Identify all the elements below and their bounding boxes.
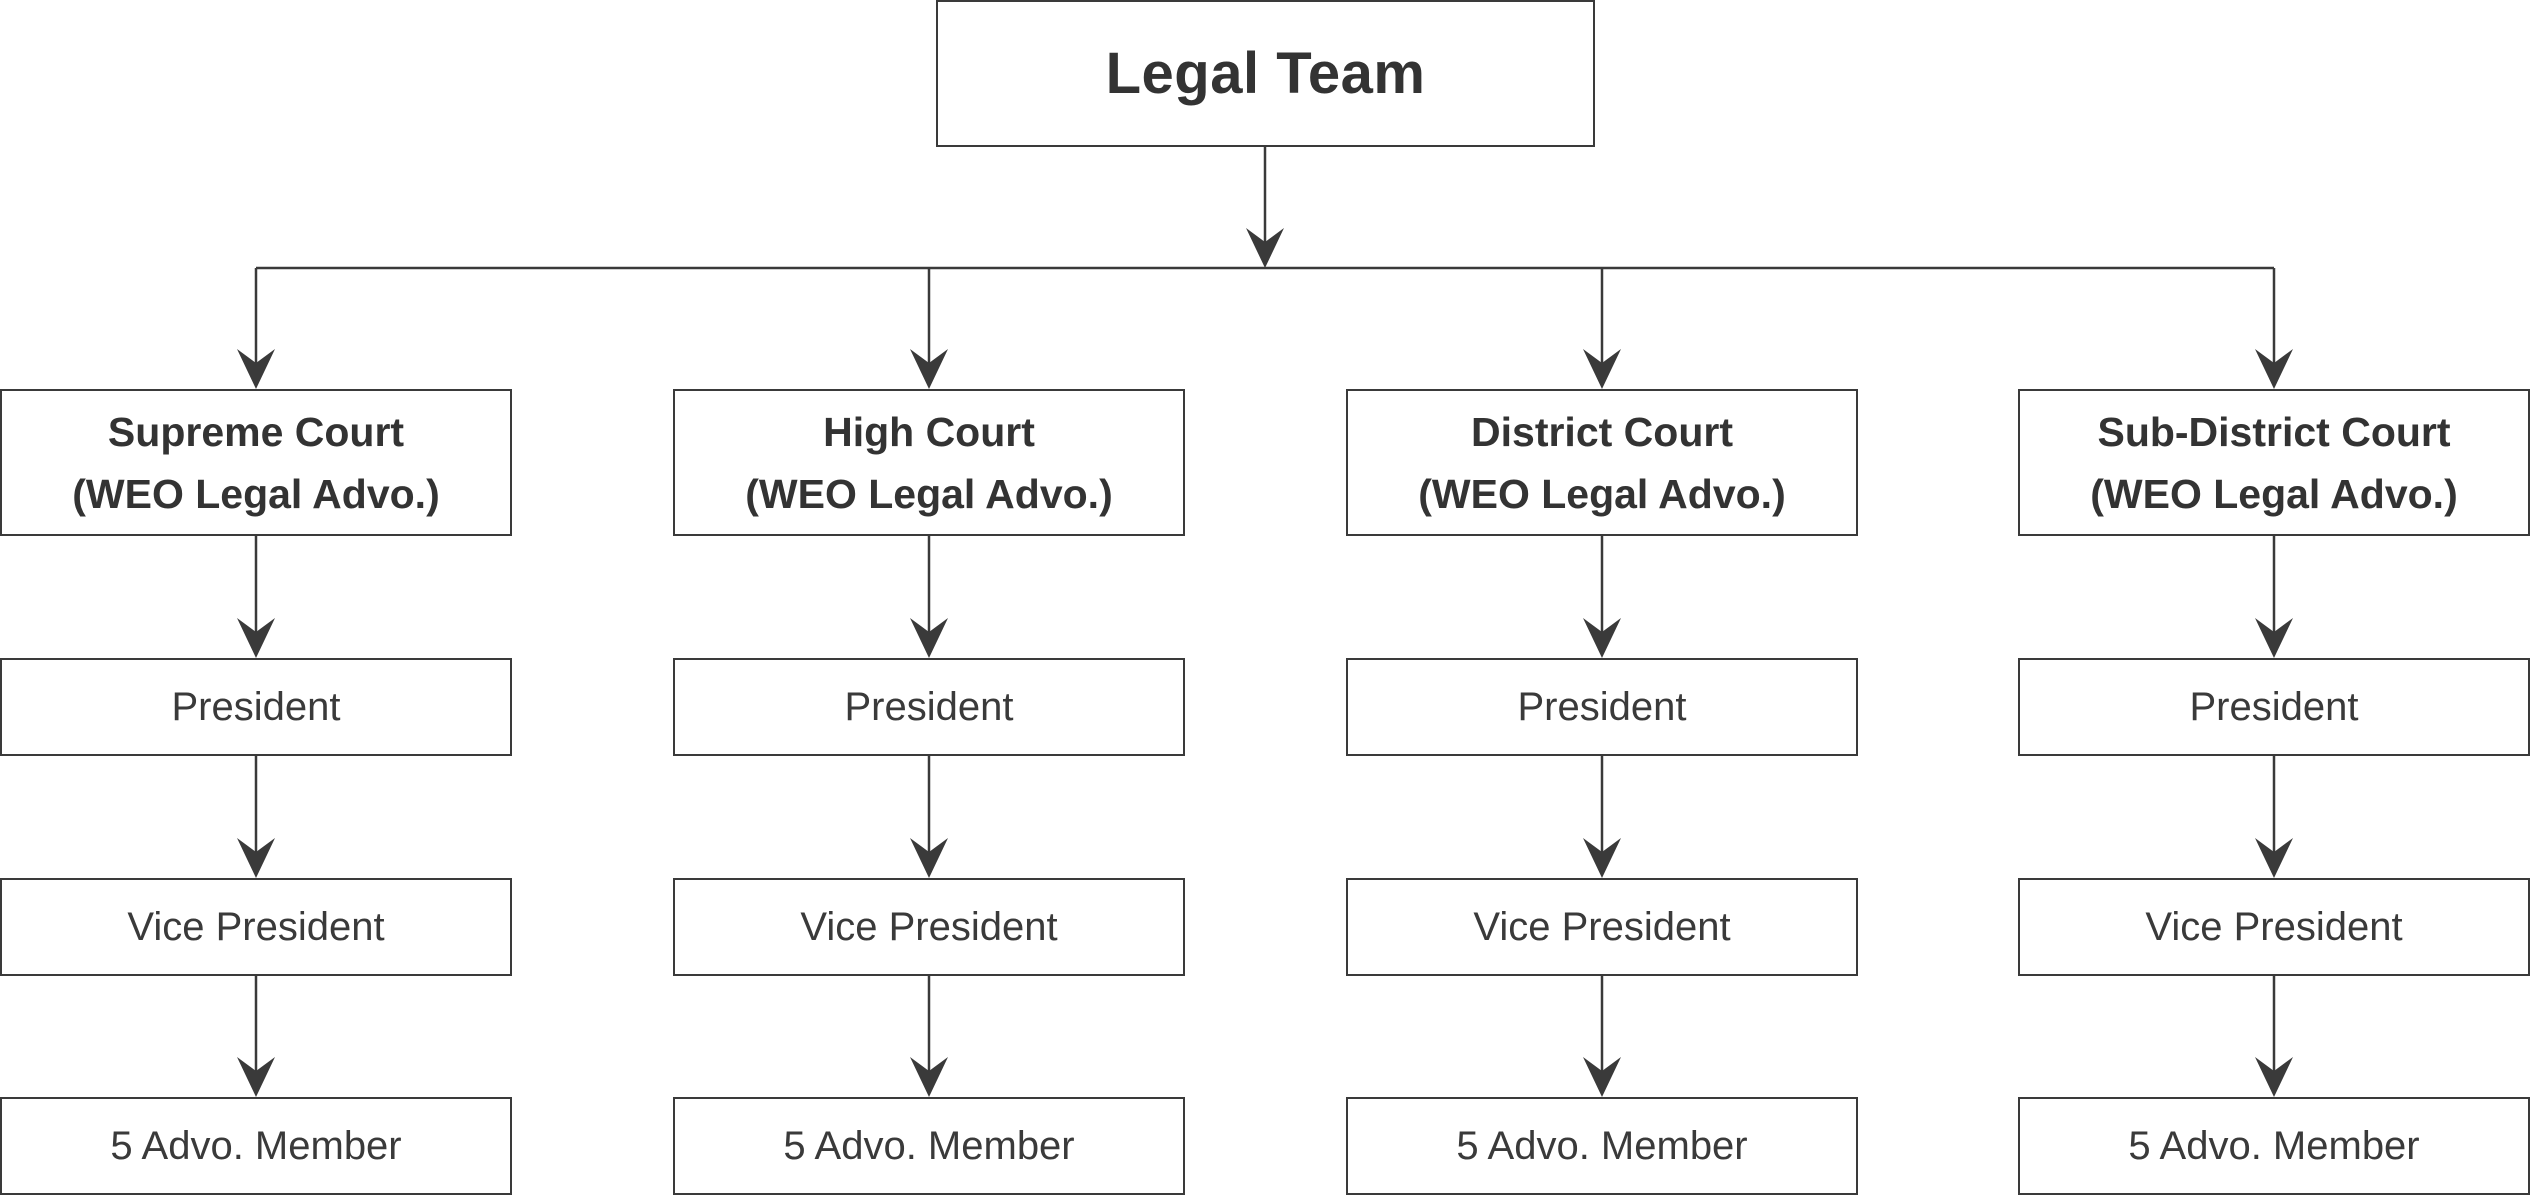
court-name: District Court — [1471, 408, 1733, 455]
role-node-vice-president: Vice President — [673, 878, 1185, 976]
arrowhead-vice — [910, 838, 948, 878]
arrowhead-members — [910, 1057, 948, 1097]
role-node-vice-president: Vice President — [2018, 878, 2530, 976]
court-subtitle: (WEO Legal Advo.) — [1418, 470, 1786, 517]
root-node-legal-team: Legal Team — [936, 0, 1595, 147]
role-node-members: 5 Advo. Member — [2018, 1097, 2530, 1195]
role-label: President — [1517, 684, 1687, 729]
court-node-high-court: High Court (WEO Legal Advo.) — [673, 389, 1185, 536]
role-label: Vice President — [2145, 904, 2403, 949]
court-subtitle: (WEO Legal Advo.) — [72, 470, 440, 517]
arrowhead-court — [2255, 349, 2293, 389]
arrowhead-vice — [2255, 838, 2293, 878]
arrowhead-members — [237, 1057, 275, 1097]
court-node-supreme-court: Supreme Court (WEO Legal Advo.) — [0, 389, 512, 536]
role-node-president: President — [1346, 658, 1858, 756]
court-subtitle: (WEO Legal Advo.) — [745, 470, 1113, 517]
arrowhead-president — [237, 618, 275, 658]
court-node-sub-district-court: Sub-District Court (WEO Legal Advo.) — [2018, 389, 2530, 536]
role-label: Vice President — [127, 904, 385, 949]
arrowhead-president — [2255, 618, 2293, 658]
arrowhead-vice — [237, 838, 275, 878]
role-label: 5 Advo. Member — [2128, 1123, 2420, 1168]
role-node-president: President — [673, 658, 1185, 756]
court-node-district-court: District Court (WEO Legal Advo.) — [1346, 389, 1858, 536]
arrowhead-members — [1583, 1057, 1621, 1097]
court-name: High Court — [823, 408, 1035, 455]
arrowhead-president — [1583, 618, 1621, 658]
role-node-vice-president: Vice President — [0, 878, 512, 976]
arrowhead-court — [1583, 349, 1621, 389]
role-label: President — [2189, 684, 2359, 729]
role-node-members: 5 Advo. Member — [0, 1097, 512, 1195]
role-label: President — [844, 684, 1014, 729]
root-title: Legal Team — [1105, 41, 1426, 106]
role-node-vice-president: Vice President — [1346, 878, 1858, 976]
court-name: Sub-District Court — [2097, 408, 2451, 455]
court-subtitle: (WEO Legal Advo.) — [2090, 470, 2458, 517]
role-label: 5 Advo. Member — [783, 1123, 1075, 1168]
arrowhead-president — [910, 618, 948, 658]
role-label: 5 Advo. Member — [110, 1123, 402, 1168]
role-label: President — [171, 684, 341, 729]
arrowhead-vice — [1583, 838, 1621, 878]
arrowhead-root — [1246, 228, 1284, 268]
role-label: Vice President — [1473, 904, 1731, 949]
role-node-president: President — [2018, 658, 2530, 756]
arrowhead-court — [237, 349, 275, 389]
role-label: 5 Advo. Member — [1456, 1123, 1748, 1168]
role-node-president: President — [0, 658, 512, 756]
arrowhead-members — [2255, 1057, 2293, 1097]
court-name: Supreme Court — [107, 408, 405, 455]
role-node-members: 5 Advo. Member — [1346, 1097, 1858, 1195]
arrowhead-court — [910, 349, 948, 389]
role-label: Vice President — [800, 904, 1058, 949]
role-node-members: 5 Advo. Member — [673, 1097, 1185, 1195]
